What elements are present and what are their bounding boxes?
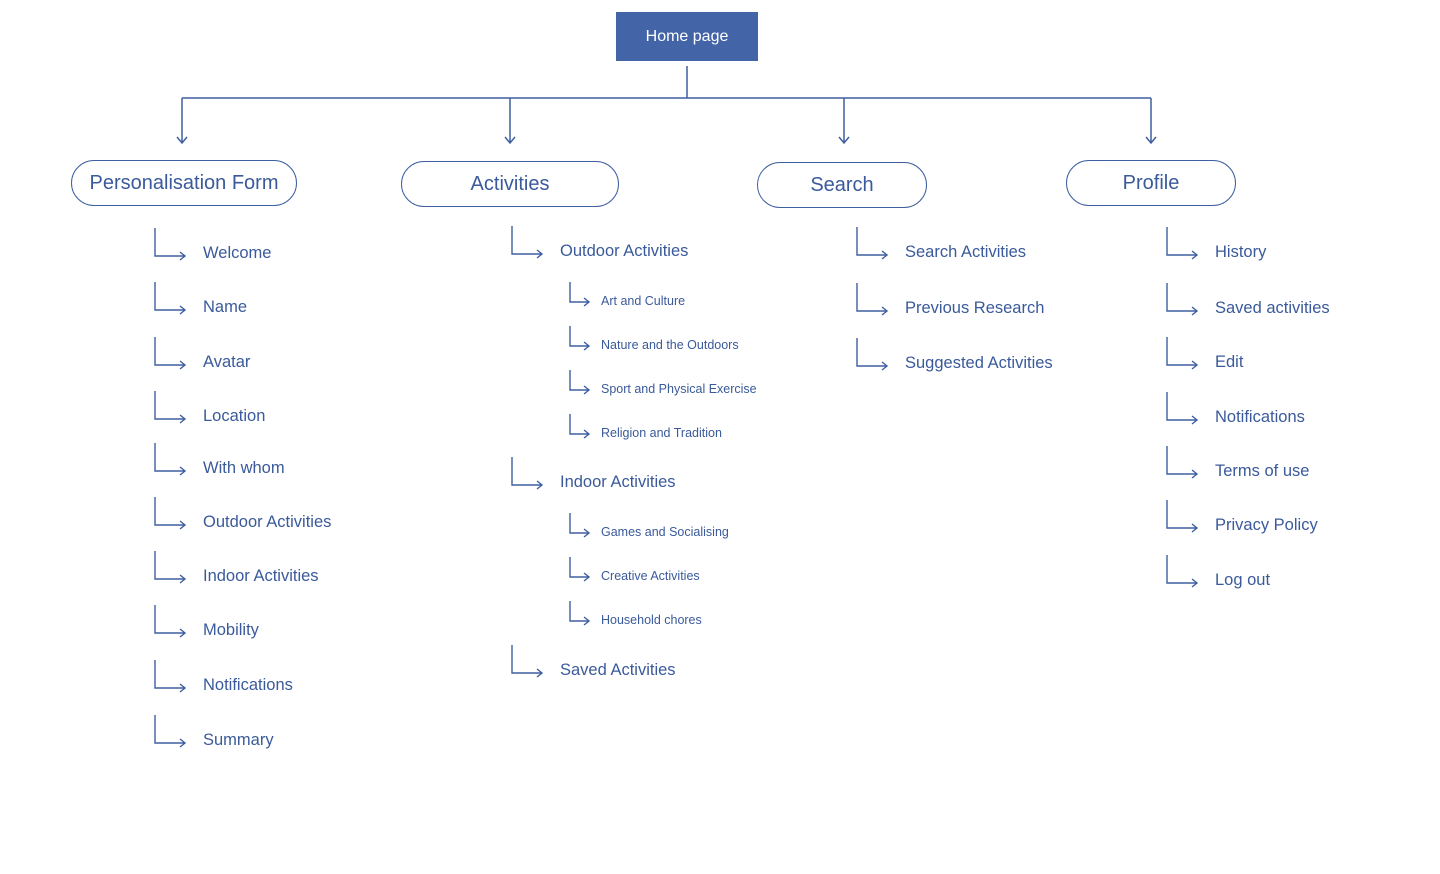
tree-item-label: With whom <box>203 459 285 477</box>
tree-item-label: Nature and the Outdoors <box>601 338 739 352</box>
tree-item-label: Religion and Tradition <box>601 426 722 440</box>
tree-item-label: Search Activities <box>905 243 1027 261</box>
elbow-arrow-icon <box>154 282 187 315</box>
tree-item-label: Saved Activities <box>560 661 676 679</box>
tree-item-label: Games and Socialising <box>601 525 729 539</box>
elbow-arrow-icon <box>569 282 591 307</box>
elbow-arrow-icon <box>1166 500 1199 533</box>
elbow-arrow-icon <box>1166 555 1199 588</box>
tree-item-label: Saved activities <box>1215 299 1330 317</box>
tree-item-label: Notifications <box>1215 408 1305 426</box>
elbow-arrow-icon <box>1166 446 1199 479</box>
tree-item-label: Outdoor Activities <box>560 242 689 260</box>
tree-item-label: Art and Culture <box>601 294 686 308</box>
tree-item-label: Name <box>203 298 248 316</box>
search-node: Search <box>757 162 927 208</box>
tree-item-label: Indoor Activities <box>203 567 319 585</box>
elbow-arrow-icon <box>856 227 889 260</box>
profile-label: Profile <box>1122 171 1180 194</box>
activities-label: Activities <box>470 172 550 195</box>
arrow-down-icon <box>176 136 188 145</box>
elbow-arrow-icon <box>154 391 187 424</box>
tree-item-label: Terms of use <box>1215 462 1310 480</box>
personalisation-form-label: Personalisation Form <box>89 171 279 194</box>
tree-item-label: Indoor Activities <box>560 473 676 491</box>
home-page-node: Home page <box>616 12 758 61</box>
tree-item-label: Notifications <box>203 676 293 694</box>
arrow-down-icon <box>1145 136 1157 145</box>
elbow-arrow-icon <box>569 370 591 395</box>
elbow-arrow-icon <box>856 283 889 316</box>
elbow-arrow-icon <box>154 337 187 370</box>
tree-item-label: Avatar <box>203 353 251 371</box>
elbow-arrow-icon <box>154 551 187 584</box>
tree-item-label: Mobility <box>203 621 259 639</box>
tree-item-label: Suggested Activities <box>905 354 1053 372</box>
elbow-arrow-icon <box>569 326 591 351</box>
elbow-arrow-icon <box>569 601 591 626</box>
elbow-arrow-icon <box>569 414 591 439</box>
elbow-arrow-icon <box>1166 283 1199 316</box>
arrow-down-icon <box>838 136 850 145</box>
tree-item-label: Welcome <box>203 244 272 262</box>
tree-item-label: Log out <box>1215 571 1271 589</box>
elbow-arrow-icon <box>1166 392 1199 425</box>
tree-item-label: Previous Research <box>905 299 1045 317</box>
elbow-arrow-icon <box>511 226 544 259</box>
elbow-arrow-icon <box>154 715 187 748</box>
tree-item-label: Edit <box>1215 353 1244 371</box>
search-label: Search <box>810 173 874 196</box>
tree-item-label: Location <box>203 407 266 425</box>
elbow-arrow-icon <box>154 660 187 693</box>
tree-item-label: Summary <box>203 731 274 749</box>
elbow-arrow-icon <box>154 605 187 638</box>
personalisation-form-node: Personalisation Form <box>71 160 297 206</box>
elbow-arrow-icon <box>856 338 889 371</box>
elbow-arrow-icon <box>569 513 591 538</box>
elbow-arrow-icon <box>511 645 544 678</box>
elbow-arrow-icon <box>569 557 591 582</box>
home-page-label: Home page <box>645 27 729 45</box>
arrow-down-icon <box>504 136 516 145</box>
elbow-arrow-icon <box>154 497 187 530</box>
tree-item-label: Household chores <box>601 613 702 627</box>
elbow-arrow-icon <box>511 457 544 490</box>
profile-node: Profile <box>1066 160 1236 206</box>
tree-item-label: Outdoor Activities <box>203 513 332 531</box>
elbow-arrow-icon <box>1166 337 1199 370</box>
elbow-arrow-icon <box>1166 227 1199 260</box>
activities-node: Activities <box>401 161 619 207</box>
tree-item-label: Privacy Policy <box>1215 516 1318 534</box>
tree-item-label: Creative Activities <box>601 569 700 583</box>
tree-item-label: History <box>1215 243 1267 261</box>
tree-item-label: Sport and Physical Exercise <box>601 382 757 396</box>
elbow-arrow-icon <box>154 228 187 261</box>
elbow-arrow-icon <box>154 443 187 476</box>
